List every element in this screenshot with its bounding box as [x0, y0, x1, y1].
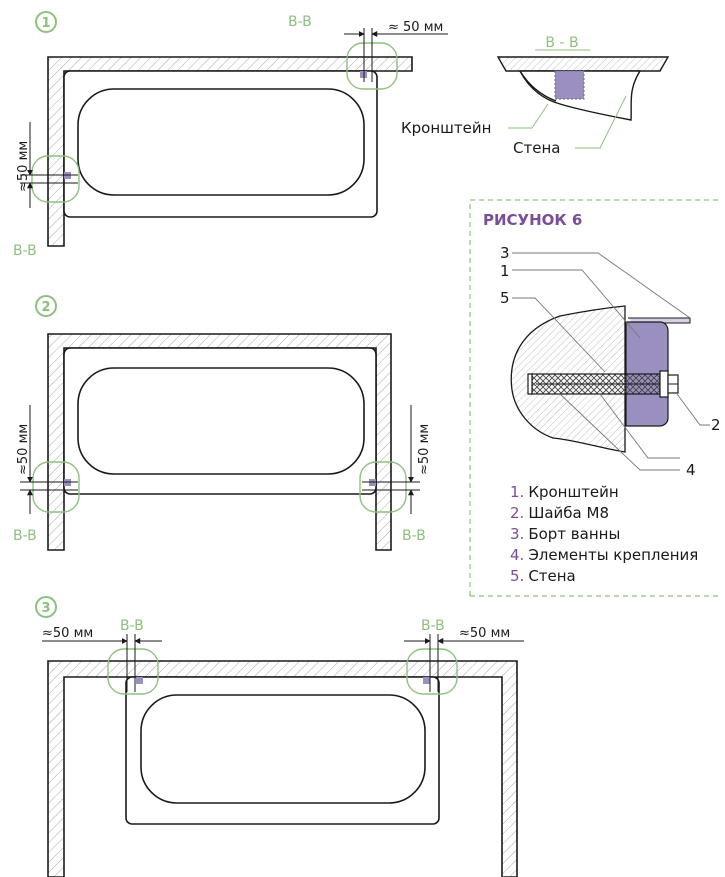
- scheme-1-section-label-left: B-B: [13, 243, 37, 259]
- scheme-2-section-label-left: B-B: [13, 528, 37, 544]
- scheme-2-section-callout-right: [359, 461, 407, 513]
- scheme-1-dim-top: ≈ 50 мм: [388, 20, 443, 35]
- legend-item: 3.Борт ванны: [510, 525, 620, 543]
- figure-6-callout-1: 1: [500, 262, 510, 280]
- scheme-3-number-badge: 3: [35, 596, 57, 618]
- scheme-2: 2 ≈50 мм B-B ≈50 мм B-B: [13, 295, 432, 551]
- scheme-1-bathtub-rim: [63, 70, 378, 218]
- scheme-2-bathtub-rim: [63, 347, 377, 495]
- svg-text:2: 2: [41, 300, 50, 315]
- scheme-1-bathtub-bowl: [77, 88, 365, 196]
- svg-text:3: 3: [41, 601, 50, 616]
- legend-item: 2.Шайба М8: [510, 504, 609, 522]
- scheme-3-bathtub-rim: [125, 676, 440, 825]
- scheme-3-dim-left: ≈50 мм: [42, 626, 93, 641]
- scheme-3-section-label-right: B-B: [421, 618, 445, 634]
- figure-6-washer: [659, 370, 669, 398]
- legend-item: 1.Кронштейн: [510, 483, 619, 501]
- figure-6-callout-5: 5: [500, 289, 510, 307]
- scheme-2-number-badge: 2: [35, 295, 57, 317]
- scheme-3-dim-right: ≈50 мм: [459, 626, 510, 641]
- section-bb-tub-rim: [496, 56, 670, 72]
- scheme-1-section-callout-left: [31, 155, 80, 203]
- figure-6-title: РИСУНОК 6: [483, 211, 582, 229]
- figure-6-callout-4: 4: [686, 461, 696, 479]
- section-bb-label-wall: Стена: [513, 139, 560, 157]
- figure-6-callout-2: 2: [711, 416, 721, 434]
- scheme-3-bracket-right: [423, 677, 430, 684]
- scheme-2-dim-left: ≈50 мм: [16, 424, 31, 475]
- scheme-3: 3 ≈50 мм B-B ≈50 мм B-B: [35, 596, 524, 877]
- legend-item: 5.Стена: [510, 567, 576, 585]
- section-bb-title: B - B: [545, 35, 578, 51]
- scheme-3-bathtub-bowl: [140, 694, 426, 804]
- scheme-2-wall: [47, 333, 392, 551]
- section-bb-label-bracket: Кронштейн: [401, 119, 491, 137]
- figure-6-legend: 1.Кронштейн 2.Шайба М8 3.Борт ванны 4.Эл…: [510, 483, 698, 585]
- scheme-3-bracket-left: [136, 677, 143, 684]
- section-bb-detail: B - B Кронштейн Стена: [401, 35, 670, 157]
- legend-item: 4.Элементы крепления: [510, 546, 698, 564]
- figure-6-callout-3: 3: [500, 244, 510, 262]
- scheme-1-number-badge: 1: [35, 11, 57, 33]
- scheme-3-wall: [47, 660, 518, 877]
- scheme-3-section-callout-left: [107, 648, 159, 695]
- scheme-1-dim-left: ≈50 мм: [16, 141, 31, 192]
- scheme-1-wall: [47, 56, 413, 247]
- scheme-2-section-callout-left: [32, 461, 80, 513]
- scheme-2-dim-right: ≈50 мм: [417, 424, 432, 475]
- scheme-3-section-label-left: B-B: [120, 618, 144, 634]
- scheme-3-section-callout-right: [406, 648, 458, 695]
- svg-text:1: 1: [41, 16, 50, 31]
- scheme-2-section-label-right: B-B: [402, 528, 426, 544]
- scheme-2-bathtub-bowl: [77, 367, 365, 475]
- scheme-1: 1 ≈ 50 мм B-B ≈50 мм B-B: [13, 11, 448, 259]
- figure-6-panel: РИСУНОК 6 3 1 5 2 4 1.Кронштейн 2.Шайба …: [469, 199, 722, 597]
- scheme-1-section-label-top: B-B: [288, 14, 312, 30]
- section-bb-bracket: [555, 71, 584, 99]
